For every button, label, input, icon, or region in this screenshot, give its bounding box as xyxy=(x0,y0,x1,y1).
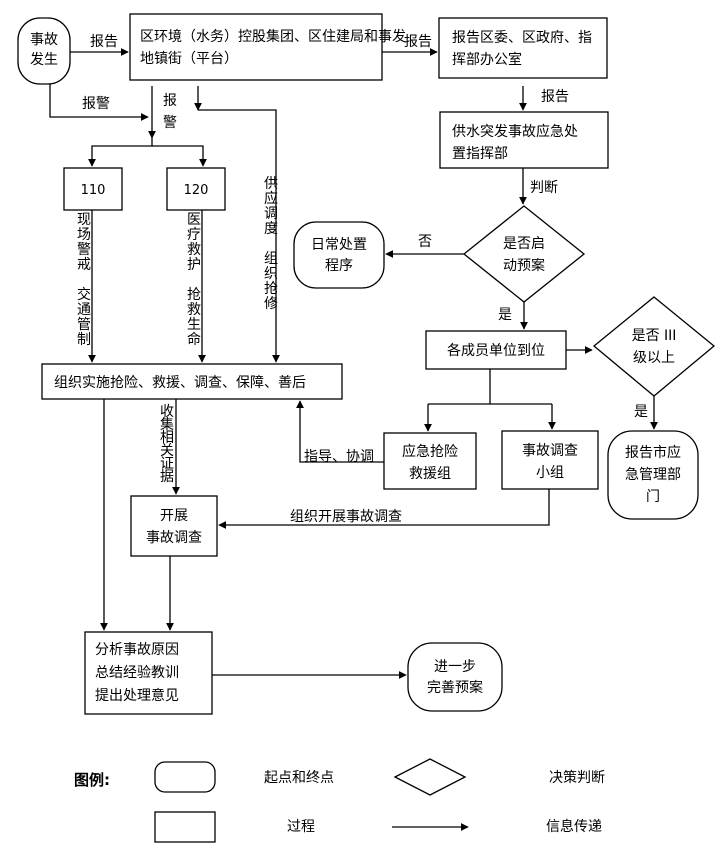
env-group-line2: 地镇街（平台） xyxy=(140,51,238,67)
analyze-line1: 分析事故原因 xyxy=(95,642,179,658)
node-improve: 进一步 完善预案 xyxy=(407,642,503,712)
analyze-line3: 提出处理意见 xyxy=(95,687,179,704)
label-police: 现场警戒 交通管制 xyxy=(77,212,91,348)
node-analyze: 分析事故原因 总结经验教训 提出处理意见 xyxy=(84,631,213,715)
decision-plan-line2: 动预案 xyxy=(503,257,545,274)
label-yes-2: 是 xyxy=(634,404,648,420)
label-no: 否 xyxy=(418,234,432,250)
organize-label: 组织实施抢险、救援、调查、保障、善后 xyxy=(54,374,306,391)
report-gov-line1: 报告区委、区政府、指 xyxy=(452,30,592,46)
label-report-1: 报告 xyxy=(90,34,118,50)
n110-label: 110 xyxy=(81,183,106,198)
start-event-line1: 事故 xyxy=(30,32,58,48)
connectors xyxy=(49,48,658,679)
node-members: 各成员单位到位 xyxy=(425,330,567,370)
legend-terminal-label: 起点和终点 xyxy=(264,770,334,786)
decision-level-line2: 级以上 xyxy=(633,350,675,366)
legend-title: 图例: xyxy=(74,771,110,789)
node-env-group: 区环境（水务）控股集团、区住建局和事发 地镇街（平台） xyxy=(129,13,406,81)
arrow-to-120 xyxy=(152,145,207,167)
start-event-line2: 发生 xyxy=(30,52,58,68)
report-city-line1: 报告市应 xyxy=(625,444,681,461)
env-group-line1: 区环境（水务）控股集团、区住建局和事发 xyxy=(140,28,406,45)
label-alarm-vertical: 报警 xyxy=(163,93,177,131)
report-city-line2: 急管理部 xyxy=(625,467,681,483)
legend-flow-label: 信息传递 xyxy=(546,818,602,835)
legend-process-label: 过程 xyxy=(287,819,315,835)
improve-line1: 进一步 xyxy=(434,659,476,675)
node-daily: 日常处置 程序 xyxy=(293,221,385,289)
report-city-line3: 门 xyxy=(646,489,660,505)
node-decision-level: 是否 III 级以上 xyxy=(592,296,716,397)
arrow-guide-to-organize xyxy=(296,400,384,463)
arrow-alarm-from-start xyxy=(49,84,149,121)
arrow-inv-to-carry-out xyxy=(218,489,550,529)
rescue-group-line1: 应急抢险 xyxy=(402,443,458,460)
node-decision-plan: 是否启 动预案 xyxy=(462,205,586,303)
arrow-supply-to-organize xyxy=(198,109,280,363)
decision-plan-line1: 是否启 xyxy=(503,236,545,252)
legend-terminal-shape xyxy=(154,761,216,793)
label-guide: 指导、协调 xyxy=(304,449,374,465)
node-start-event: 事故 发生 xyxy=(17,17,71,85)
arrow-to-110 xyxy=(88,138,153,167)
legend-decision-label: 决策判断 xyxy=(549,769,605,786)
label-carry-out-inv: 组织开展事故调查 xyxy=(290,509,402,525)
label-supply: 供应调度 组织抢修 xyxy=(264,176,278,312)
carry-out-line2: 事故调查 xyxy=(146,530,202,546)
hq-line2: 置指挥部 xyxy=(452,146,508,162)
carry-out-line1: 开展 xyxy=(160,508,188,524)
rescue-group-line2: 救援组 xyxy=(409,466,451,482)
node-investigate-group: 事故调查 小组 xyxy=(501,430,599,490)
legend-decision-shape xyxy=(393,758,467,796)
report-gov-line2: 挥部办公室 xyxy=(452,51,522,68)
node-hq: 供水突发事故应急处 置指挥部 xyxy=(439,111,609,169)
daily-line1: 日常处置 xyxy=(311,237,367,253)
node-organize: 组织实施抢险、救援、调查、保障、善后 xyxy=(41,363,343,400)
decision-level-line1: 是否 III xyxy=(632,328,677,344)
hq-line1: 供水突发事故应急处 xyxy=(452,123,578,140)
label-report-3: 报告 xyxy=(541,89,569,105)
improve-line2: 完善预案 xyxy=(427,679,483,696)
n120-label: 120 xyxy=(184,183,209,198)
edge-labels: 报告 报告 报告 报警 判断 否 是 是 指导、协调 组织开展事故调查 xyxy=(82,34,648,525)
label-medical: 医疗救护 抢救生命 xyxy=(187,212,201,348)
label-yes-1: 是 xyxy=(498,307,512,323)
vertical-labels: 报警 现场警戒 交通管制 医疗救护 抢救生命 供应调度 组织抢修 收集相关证据 xyxy=(77,93,278,485)
label-judge: 判断 xyxy=(530,180,558,196)
daily-line2: 程序 xyxy=(325,258,353,274)
label-report-2: 报告 xyxy=(404,34,432,50)
node-report-gov: 报告区委、区政府、指 挥部办公室 xyxy=(438,17,608,79)
node-120: 120 xyxy=(166,167,226,211)
investigate-group-line1: 事故调查 xyxy=(522,443,578,459)
members-label: 各成员单位到位 xyxy=(447,343,545,359)
label-evidence: 收集相关证据 xyxy=(160,404,174,485)
node-rescue-group: 应急抢险 救援组 xyxy=(383,432,477,490)
analyze-line2: 总结经验教训 xyxy=(95,665,179,681)
legend: 图例: 起点和终点 决策判断 过程 信息传递 xyxy=(74,758,605,843)
investigate-group-line2: 小组 xyxy=(536,465,564,481)
node-report-city: 报告市应 急管理部 门 xyxy=(607,430,699,520)
node-carry-out: 开展 事故调查 xyxy=(130,495,218,557)
label-alarm-horizontal: 报警 xyxy=(82,96,110,112)
node-110: 110 xyxy=(63,167,123,211)
legend-process-shape xyxy=(154,811,216,843)
